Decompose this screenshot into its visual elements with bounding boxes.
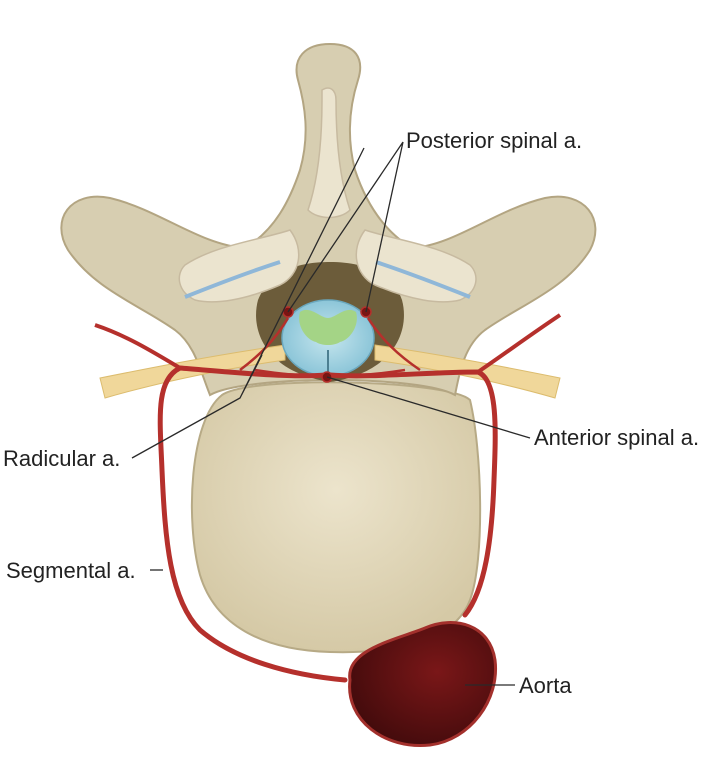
label-radicular-a: Radicular a.: [3, 446, 120, 471]
vertebral-body: [192, 382, 480, 652]
label-aorta: Aorta: [519, 673, 572, 698]
artery-branch-left: [95, 325, 180, 368]
label-posterior-spinal-a: Posterior spinal a.: [406, 128, 582, 153]
label-anterior-spinal-a: Anterior spinal a.: [534, 425, 699, 450]
label-segmental-a: Segmental a.: [6, 558, 136, 583]
